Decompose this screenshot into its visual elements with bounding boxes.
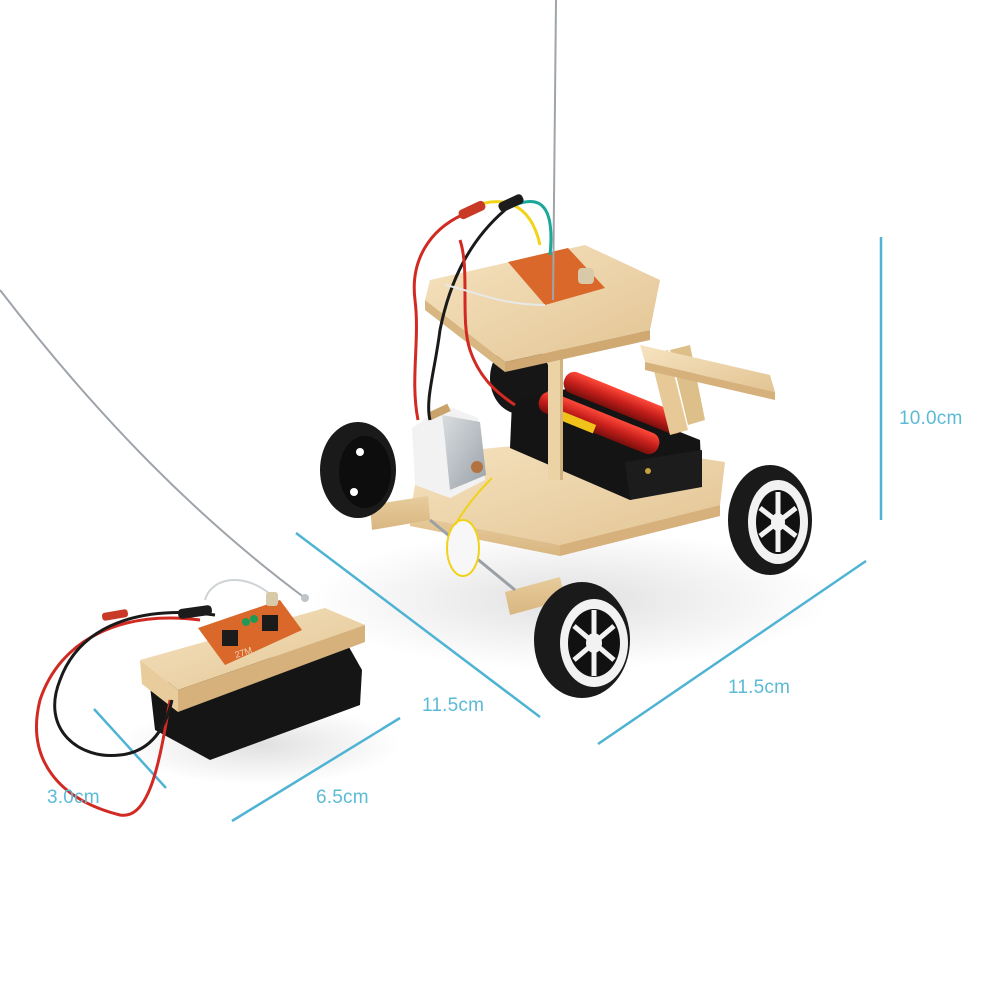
rear-right-wheel [728,465,812,575]
button-left [222,630,238,646]
front-axle-beam [370,496,430,530]
button-right [262,615,278,631]
height-label: 10.0cm [899,408,963,429]
pulley-gear [446,519,480,577]
receiver-crystal [578,268,594,284]
rear-axle-block [505,577,565,615]
receiver-pcb [508,248,605,305]
dc-motor [412,403,486,498]
car-width-label: 11.5cm [728,677,791,698]
remote-length-dimension-line [231,716,401,823]
top-platform [425,245,660,362]
rear-beam [640,345,775,392]
rc-car [320,0,812,698]
remote-width-label: 3.0cm [47,787,100,808]
battery-1 [563,371,685,435]
remote-black-wire [53,611,216,758]
car-antenna [552,0,557,301]
dimension-lines [93,237,883,823]
front-right-wheel [534,582,630,698]
remote-battery-holder [150,640,362,760]
remote-transmitter: 27M [0,289,365,817]
remote-antenna [0,289,306,599]
car-length-label: 11.5cm [422,695,485,716]
car-width-dimension-line [597,559,867,746]
battery-2 [538,391,660,455]
car-length-dimension-line [295,532,541,718]
remote-length-label: 6.5cm [316,787,369,808]
front-left-wheel [320,422,396,518]
